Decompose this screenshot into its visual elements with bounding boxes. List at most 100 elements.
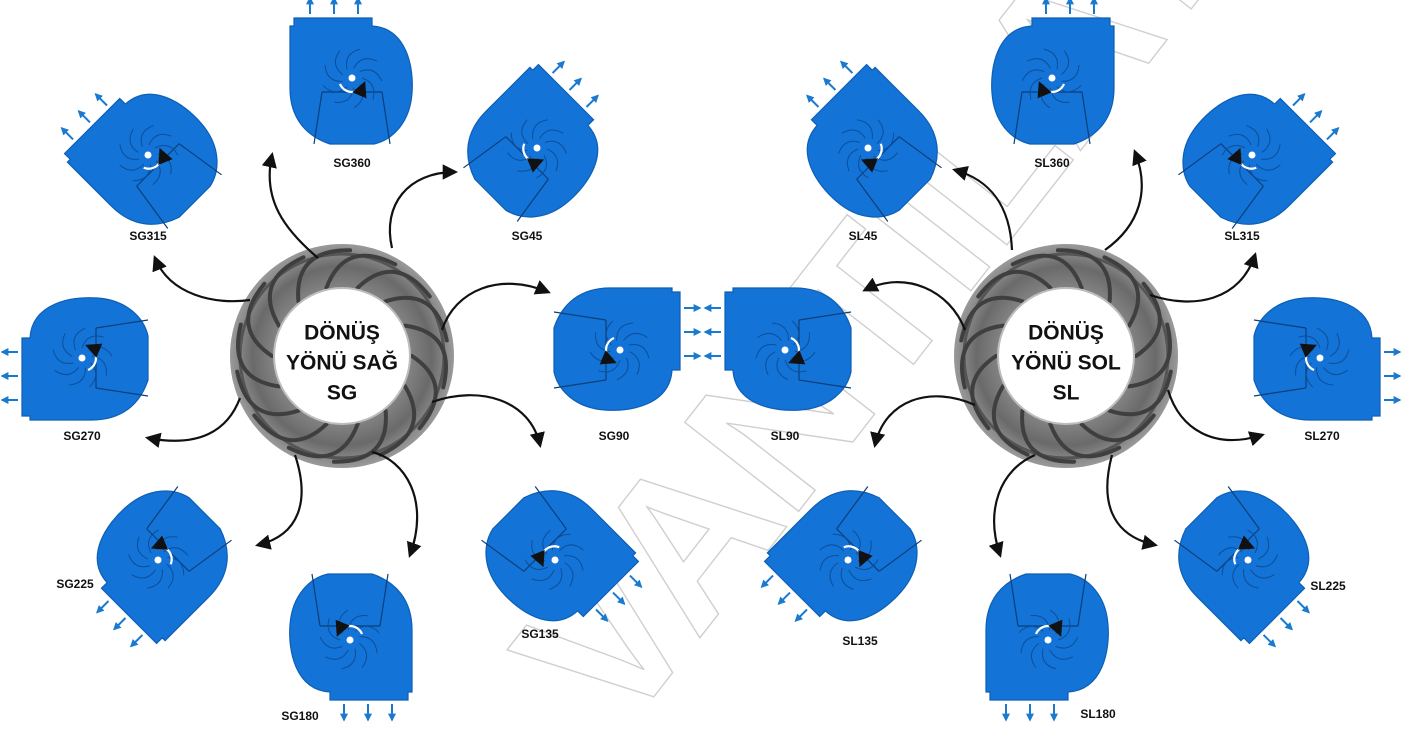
hub-label-line: SL bbox=[1053, 382, 1080, 405]
fan-sl180: SL180 bbox=[985, 573, 1116, 722]
impeller-blade bbox=[1043, 48, 1059, 70]
impeller-blade bbox=[848, 569, 872, 582]
impeller-blade bbox=[1228, 133, 1252, 146]
impeller-blade bbox=[623, 332, 648, 341]
rotation-arrow-icon bbox=[843, 545, 873, 568]
impeller-blade bbox=[757, 332, 782, 341]
shaft-dot bbox=[1316, 354, 1324, 362]
impeller-blade bbox=[877, 132, 895, 152]
impeller-blade bbox=[1328, 349, 1350, 365]
shaft-dot bbox=[144, 151, 152, 159]
fan-label: SL90 bbox=[771, 429, 800, 443]
impeller-blade bbox=[52, 349, 74, 365]
impeller-blade bbox=[131, 569, 156, 579]
hub-blade bbox=[378, 384, 417, 457]
fan-housing bbox=[467, 63, 599, 218]
hub-blade bbox=[383, 295, 449, 343]
rotation-arrow-icon bbox=[143, 147, 173, 170]
impeller-blade bbox=[564, 562, 574, 587]
hub-blade bbox=[235, 369, 301, 417]
fan-body-group bbox=[703, 287, 852, 411]
fan-body-group bbox=[553, 287, 702, 411]
impeller-blade bbox=[327, 618, 341, 641]
fan-label: SG45 bbox=[512, 229, 543, 243]
airflow-arrow-icon bbox=[60, 126, 74, 141]
hub-blade bbox=[1102, 255, 1141, 328]
fan-label: SL315 bbox=[1224, 229, 1260, 243]
impeller-blade bbox=[563, 555, 584, 571]
shaft-dot bbox=[1244, 556, 1252, 564]
impeller-blade bbox=[539, 129, 564, 139]
fan-label: SG180 bbox=[281, 709, 319, 723]
airflow-arrow-icon bbox=[806, 94, 820, 108]
impeller-blade bbox=[1255, 163, 1281, 171]
arrow-to-SG225 bbox=[255, 454, 303, 550]
airflow-arrow-icon bbox=[129, 634, 144, 648]
impeller-blade bbox=[1061, 64, 1080, 82]
hub-blade bbox=[296, 248, 353, 304]
impeller-blade bbox=[353, 58, 378, 69]
airflow-arrow-icon bbox=[760, 574, 774, 589]
impeller-blade bbox=[551, 533, 571, 551]
impeller-blade bbox=[1260, 144, 1281, 160]
impeller-blade bbox=[1021, 69, 1045, 82]
impeller-blade bbox=[628, 343, 650, 359]
impeller-blade bbox=[1246, 125, 1260, 148]
airflow-arrow-icon bbox=[77, 110, 91, 124]
arrow-to-SG135 bbox=[431, 394, 545, 449]
fan-body-group bbox=[1174, 486, 1310, 648]
impeller-blade bbox=[1250, 569, 1275, 579]
impeller-blade bbox=[536, 154, 547, 179]
fan-body-group bbox=[985, 573, 1109, 722]
airflow-arrow-icon bbox=[629, 574, 643, 589]
impeller-blade bbox=[148, 133, 172, 146]
impeller-blade bbox=[152, 160, 161, 186]
hub-blade bbox=[976, 269, 1053, 299]
impeller-blade bbox=[1247, 529, 1258, 554]
fan-body-group bbox=[289, 0, 413, 145]
arrow-to-SG90 bbox=[440, 280, 551, 331]
fan-housing bbox=[485, 490, 640, 622]
impeller-blade bbox=[154, 145, 179, 156]
shaft-dot bbox=[533, 144, 541, 152]
fan-sg225: SG225 bbox=[56, 486, 232, 648]
rotation-arrow-icon bbox=[1034, 619, 1063, 637]
hub-blade bbox=[355, 269, 432, 299]
fan-sl135: SL135 bbox=[760, 486, 922, 648]
impeller-blade bbox=[1057, 618, 1071, 641]
arrow-to-SL45 bbox=[952, 165, 1014, 251]
impeller-blade bbox=[605, 320, 614, 346]
impeller-blade bbox=[81, 335, 104, 349]
impeller-blade bbox=[322, 84, 348, 93]
impeller-blade bbox=[73, 327, 86, 351]
impeller-blade bbox=[359, 636, 378, 654]
fan-housing bbox=[1178, 490, 1310, 645]
arrow-to-SG270 bbox=[144, 397, 242, 448]
impeller-blade bbox=[598, 359, 621, 373]
fan-label: SL180 bbox=[1080, 707, 1116, 721]
shaft-dot bbox=[864, 144, 872, 152]
fan-label: SG135 bbox=[521, 627, 559, 641]
impeller-blade bbox=[771, 322, 789, 341]
impeller-blade bbox=[147, 568, 163, 589]
impeller-blade bbox=[510, 132, 528, 152]
impeller-blade bbox=[354, 625, 380, 634]
fan-body-group bbox=[96, 486, 232, 648]
hub-center bbox=[273, 287, 411, 425]
airflow-arrow-icon bbox=[585, 94, 599, 108]
hub-blade bbox=[1134, 281, 1162, 358]
rotation-arrow-icon bbox=[599, 336, 617, 365]
impeller-blade bbox=[838, 140, 861, 154]
impeller-blade bbox=[546, 148, 559, 172]
rotation-arrow-icon bbox=[530, 545, 560, 568]
rotation-arrow-icon bbox=[522, 143, 545, 173]
fan-label: SG360 bbox=[333, 156, 371, 170]
fan-sg270: SG270 bbox=[0, 297, 149, 443]
fan-sl225: SL225 bbox=[1174, 486, 1346, 648]
hub-center bbox=[997, 287, 1135, 425]
impeller-blade bbox=[62, 332, 73, 357]
rotation-arrow-icon bbox=[1233, 535, 1256, 565]
impeller-blade bbox=[765, 351, 776, 376]
impeller-blade bbox=[324, 649, 349, 660]
